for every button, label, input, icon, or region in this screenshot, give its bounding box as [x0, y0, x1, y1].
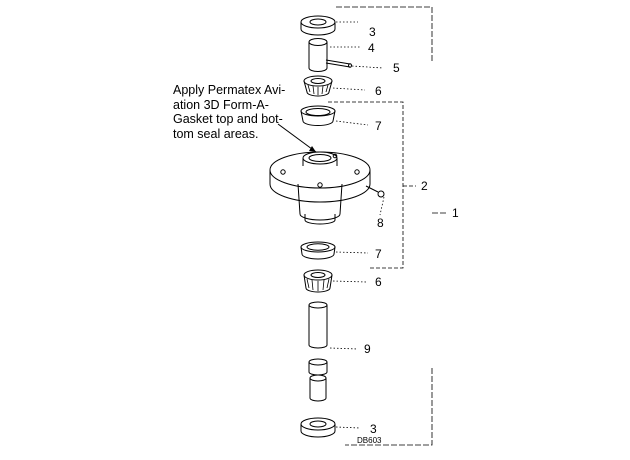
callout-7-lower: 7 [375, 247, 382, 261]
lower-bearing [303, 269, 333, 293]
lower-cup [300, 241, 336, 260]
spindle-housing [269, 151, 371, 225]
top-seal [300, 15, 336, 36]
callout-5: 5 [393, 61, 400, 75]
grease-fitting [365, 185, 385, 198]
callout-3-bottom: 3 [370, 422, 377, 436]
housing-bracket [328, 101, 416, 269]
upper-cup [300, 105, 336, 126]
callout-7-upper: 7 [375, 119, 382, 133]
callout-3-top: 3 [369, 25, 376, 39]
drawing-code: DB603 [357, 436, 382, 445]
assembly-note: Apply Permatex Avi- ation 3D Form-A- Gas… [173, 83, 293, 141]
callout-6-upper: 6 [375, 84, 382, 98]
pin [325, 59, 352, 68]
callout-6-lower: 6 [375, 275, 382, 289]
note-line: Gasket top and bot- [173, 112, 283, 126]
assembly-bracket [336, 6, 448, 446]
note-line: ation 3D Form-A- [173, 97, 269, 112]
note-line: tom seal areas. [173, 126, 259, 141]
upper-bearing [303, 75, 333, 97]
callout-1: 1 [452, 206, 459, 220]
callout-8: 8 [377, 216, 384, 230]
tube [308, 38, 328, 72]
note-line: Apply Permatex Avi- [173, 83, 286, 97]
callout-9: 9 [364, 342, 371, 356]
spindle-shaft [308, 301, 328, 402]
callout-leaders [329, 21, 385, 429]
callout-2: 2 [421, 179, 428, 193]
note-leader [277, 123, 317, 153]
callout-4: 4 [368, 41, 375, 55]
bottom-seal [300, 417, 336, 438]
